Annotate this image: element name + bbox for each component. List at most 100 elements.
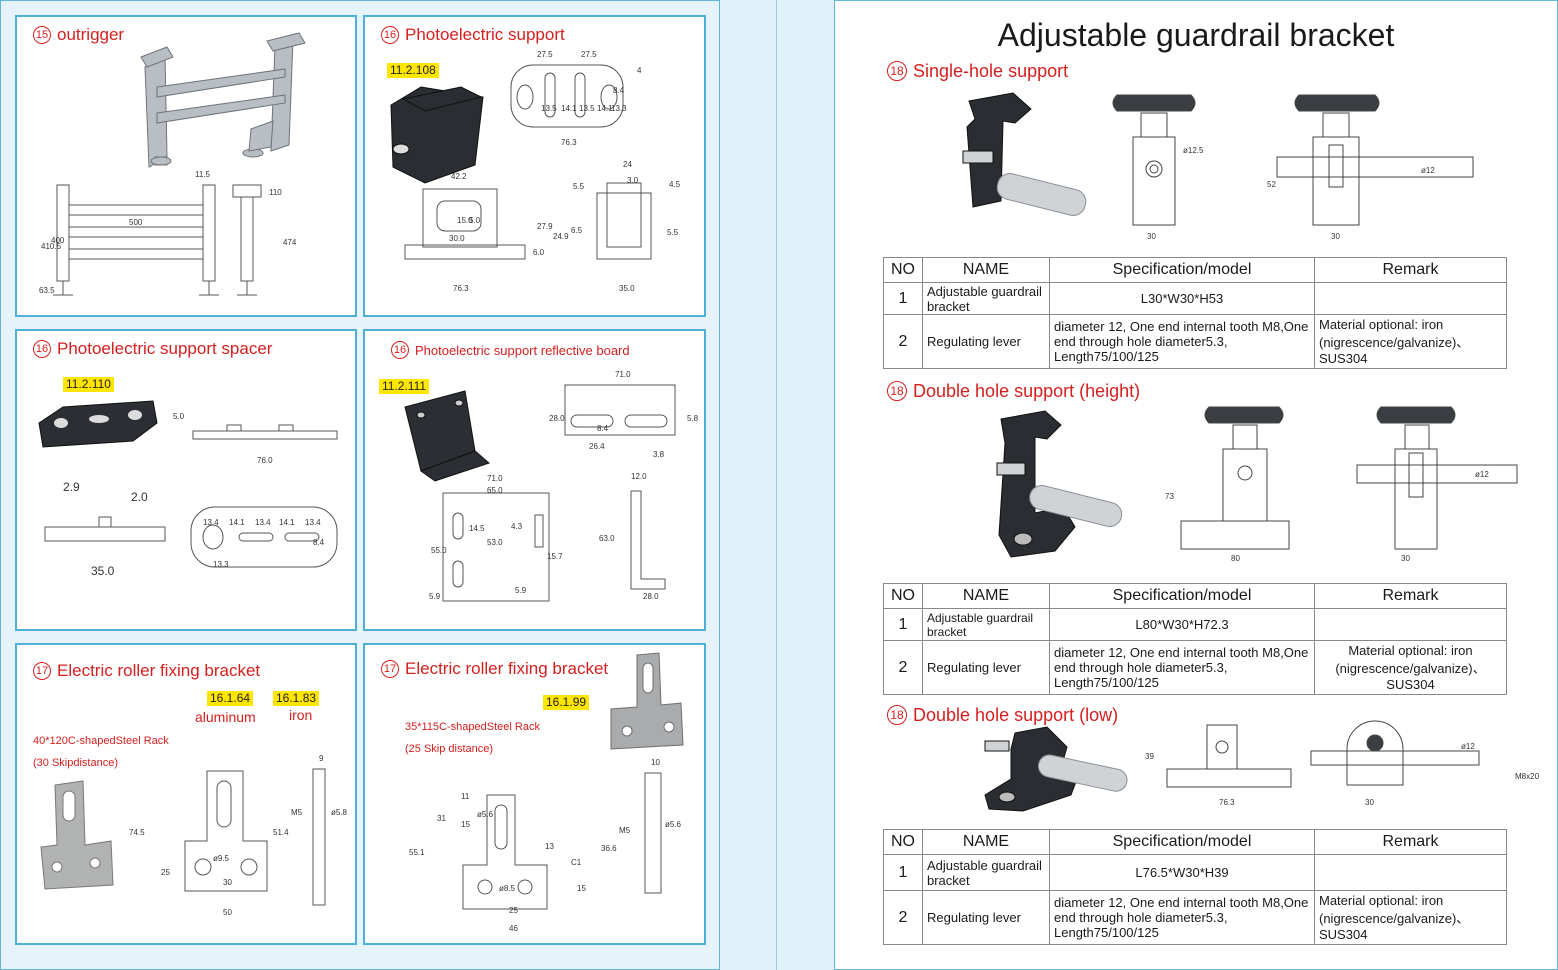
dim-label: 24 xyxy=(623,160,632,169)
cell-spec: diameter 12, One end internal tooth M8,O… xyxy=(1049,640,1315,695)
part-code: 16.1.64 xyxy=(207,691,254,706)
dim-label: 27.5 xyxy=(537,50,553,59)
dim-label: 5.0 xyxy=(469,216,481,225)
dim-label: 39 xyxy=(1145,752,1154,761)
single-hole-drawings: ø12.5 52 30 30 ø12 xyxy=(962,92,1474,241)
cell-no: 1 xyxy=(883,854,923,891)
panel-roller-bracket-1: 17 Electric roller fixing bracket 16.1.64… xyxy=(15,643,357,945)
dim-label: 65.0 xyxy=(487,486,503,495)
dim-label: 5.9 xyxy=(515,586,527,595)
part-code: 16.1.83 xyxy=(273,691,320,706)
dim-label: 8.4 xyxy=(597,424,609,433)
dim-label: 11 xyxy=(461,792,470,801)
page-title: Adjustable guardrail bracket xyxy=(997,17,1395,53)
dim-label: 52 xyxy=(1267,180,1276,189)
dim-label: 26.4 xyxy=(589,442,605,451)
cell-spec: L80*W30*H72.3 xyxy=(1049,608,1315,641)
single-hole-front-view xyxy=(1112,94,1474,226)
dim-label: 3.8 xyxy=(653,450,665,459)
cell-remark: Material optional: iron (nigrescence/gal… xyxy=(1314,890,1507,945)
dim-label: 5.8 xyxy=(687,414,699,423)
dim-label: 5.0 xyxy=(173,412,185,421)
dim-label: 13.4 xyxy=(255,518,271,527)
section-number: 17 xyxy=(381,660,399,678)
section-number: 16 xyxy=(391,341,409,359)
dim-label: ø12 xyxy=(1461,742,1475,751)
dim-label: 42.2 xyxy=(451,172,467,181)
cell-remark: Material optional: iron (nigrescence/gal… xyxy=(1314,314,1507,369)
double-hole-height-photo xyxy=(996,410,1123,558)
section-number: 17 xyxy=(33,662,51,680)
dim-label: ø12 xyxy=(1421,166,1435,175)
photo-support-photo xyxy=(390,86,484,184)
dim-label: 474 xyxy=(283,238,297,247)
dim-label: 14.1 xyxy=(279,518,295,527)
dim-label: 3.0 xyxy=(627,176,639,185)
dim-label: ø8.5 xyxy=(499,884,516,893)
dim-label: 76.3 xyxy=(561,138,577,147)
rack-spec: 40*120C-shapedSteel Rack xyxy=(33,735,169,747)
dim-label: 28.0 xyxy=(643,592,659,601)
photo-support-drawing: 27.5 27.5 4 13.5 14.1 13.5 14.1 13.3 8.4… xyxy=(390,50,681,293)
col-header: NAME xyxy=(922,583,1050,609)
cell-no: 1 xyxy=(883,282,923,315)
dim-label: 4.5 xyxy=(669,180,681,189)
dim-label: 2.0 xyxy=(131,490,148,504)
panel-title-text: Photoelectric support xyxy=(405,25,565,44)
reflective-photo xyxy=(404,390,490,482)
dim-label: 31 xyxy=(437,814,446,823)
dim-label: ø5.6 xyxy=(477,810,494,819)
dim-label: 76.3 xyxy=(453,284,469,293)
dim-label: 4 xyxy=(637,66,642,75)
col-header: Specification/model xyxy=(1049,257,1315,283)
cell-remark xyxy=(1314,608,1507,641)
dim-label: 63.5 xyxy=(39,286,55,295)
roller1-photo xyxy=(40,780,114,890)
double-hole-low-views xyxy=(1166,720,1480,788)
dim-label: 8.4 xyxy=(613,86,625,95)
dim-label: ø9.5 xyxy=(213,854,230,863)
dim-label: 25 xyxy=(161,868,170,877)
dim-label: 15.7 xyxy=(547,552,563,561)
roller2-photo xyxy=(610,652,684,750)
dim-label: 36.6 xyxy=(601,844,617,853)
col-header: NAME xyxy=(922,257,1050,283)
cell-no: 2 xyxy=(883,890,923,945)
cell-name: Adjustable guardrail bracket xyxy=(922,854,1050,891)
dim-label: 5.5 xyxy=(667,228,679,237)
cell-remark xyxy=(1314,854,1507,891)
photo-support-top-view xyxy=(404,64,652,260)
dim-label: 10 xyxy=(651,758,660,767)
dim-label: 12.0 xyxy=(631,472,647,481)
dim-label: 30 xyxy=(1365,798,1374,807)
dim-label: 9 xyxy=(319,754,324,763)
panel-title: 17 Electric roller fixing bracket xyxy=(33,661,260,681)
cell-no: 1 xyxy=(883,608,923,641)
dim-label: 13.5 xyxy=(541,104,557,113)
panel-title-text: Photoelectric support reflective board xyxy=(415,343,630,358)
rack-spec: 35*115C-shapedSteel Rack xyxy=(405,721,540,733)
dim-label: 30 xyxy=(223,878,232,887)
part-code: 16.1.99 xyxy=(543,695,590,710)
panel-title-text: Electric roller fixing bracket xyxy=(57,661,261,680)
cell-spec: L30*W30*H53 xyxy=(1049,282,1315,315)
part-code: 11.2.110 xyxy=(63,377,114,392)
col-header: NO xyxy=(883,257,923,283)
col-header: NO xyxy=(883,829,923,855)
dim-label: 30 xyxy=(1331,232,1340,241)
dim-label: 14.5 xyxy=(469,524,485,533)
roller2-views xyxy=(462,772,662,910)
cell-remark: Material optional: iron (nigrescence/gal… xyxy=(1314,640,1507,695)
double-hole-height-drawings: 73 80 30 ø12 xyxy=(996,406,1518,563)
spacer-drawing: 5.0 76.0 2.9 2.0 35.0 13.4 14.1 13.4 14.… xyxy=(38,400,338,578)
dim-label: 76.3 xyxy=(1219,798,1235,807)
cell-name: Adjustable guardrail bracket xyxy=(922,282,1050,315)
